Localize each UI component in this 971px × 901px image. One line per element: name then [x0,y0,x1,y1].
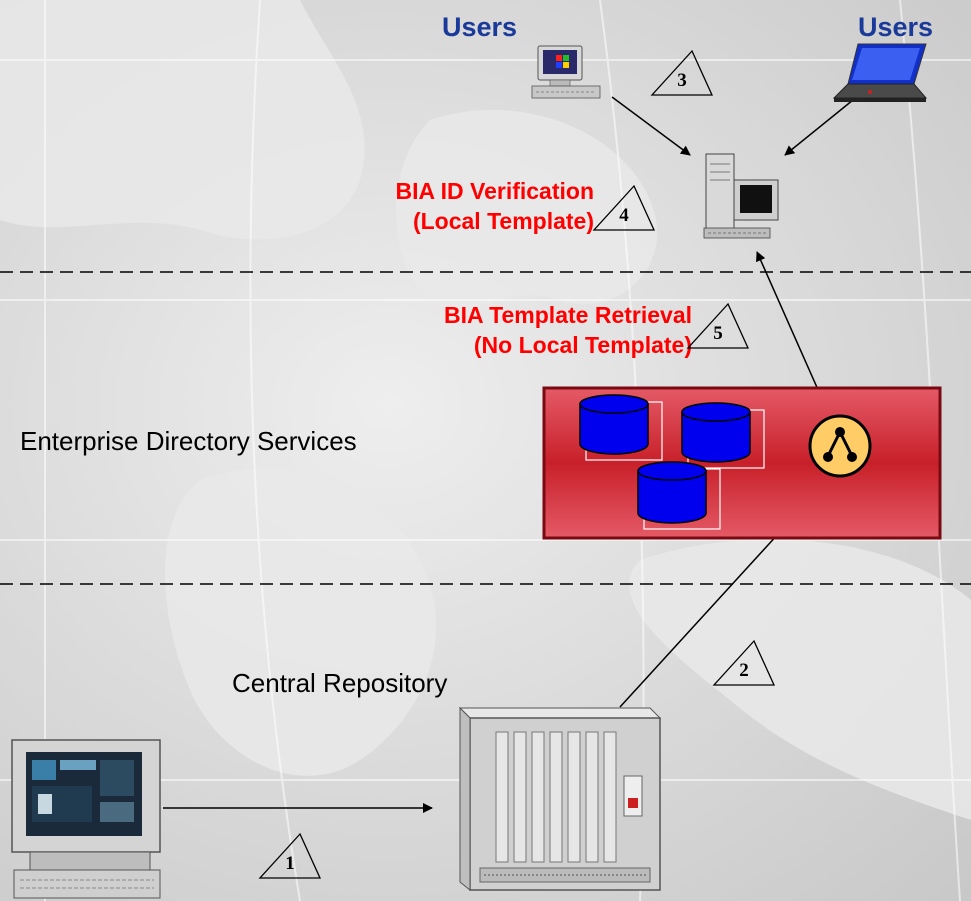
enterprise-directory-label: Enterprise Directory Services [20,426,357,456]
arrow-laptop-to-workstation [784,99,854,156]
bia-retrieval-line1: BIA Template Retrieval [444,302,692,328]
laptop-icon [832,43,928,102]
step-5-marker: 5 [686,303,750,349]
arrow-users-to-workstation [611,96,691,156]
arrow-workstation-directory [756,251,828,411]
bia-verification-line1: BIA ID Verification [395,178,594,204]
bia-retrieval-label: BIA Template Retrieval (No Local Templat… [300,300,692,360]
central-repository-label: Central Repository [232,668,448,698]
desktop-pc-icon [531,45,601,99]
users-label-left: Users [442,12,518,42]
database-icon-1 [579,394,663,461]
step-3-marker: 3 [650,50,714,96]
workstation-tower-icon [703,153,779,239]
step-4-marker: 4 [592,185,656,231]
bia-verification-label: BIA ID Verification (Local Template) [300,176,594,236]
repository-rack-icon [458,706,662,892]
directory-hub-icon [808,414,872,478]
bia-retrieval-line2: (No Local Template) [473,332,692,358]
step-2-marker: 2 [712,640,776,686]
step-1-number: 1 [285,853,295,874]
step-4-number: 4 [619,205,629,226]
users-label-right: Users [858,12,934,42]
step-1-marker: 1 [258,833,322,879]
step-2-number: 2 [739,660,749,681]
bia-verification-line2: (Local Template) [412,208,594,234]
step-5-number: 5 [713,323,723,344]
terminal-computer-icon [11,739,161,899]
database-icon-3 [637,461,721,530]
database-icon-2 [681,402,765,469]
step-3-number: 3 [677,70,687,91]
